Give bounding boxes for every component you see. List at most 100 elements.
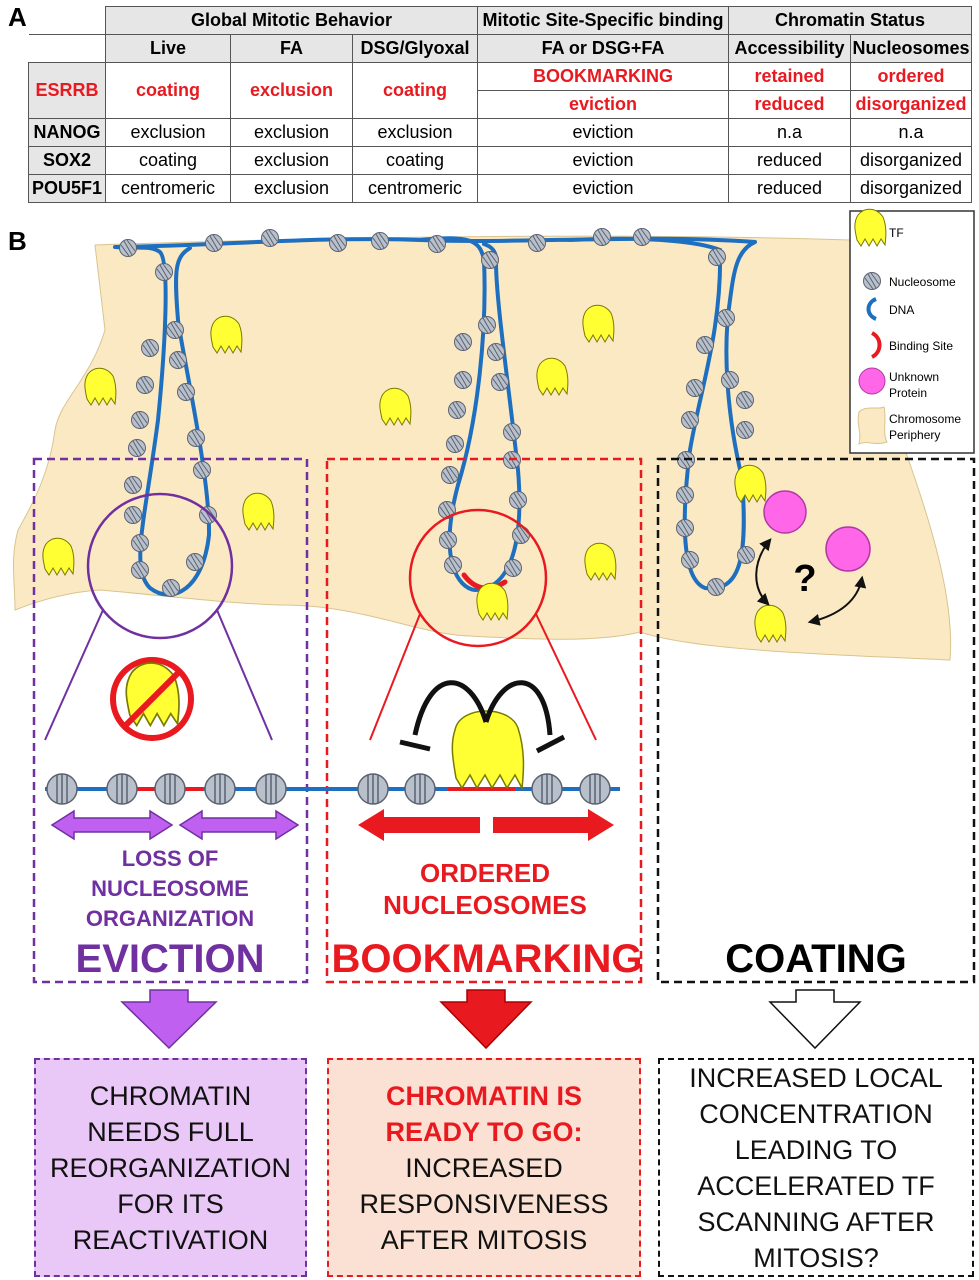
- bookmarking-caption-line-2: NUCLEOSOMES: [383, 890, 587, 920]
- nucleosome-icon: [737, 546, 755, 564]
- coating-outcome-line: CONCENTRATION: [699, 1098, 933, 1129]
- inhibition-bar: [535, 734, 566, 754]
- coating-outcome-line: INCREASED LOCAL: [689, 1062, 943, 1093]
- legend-nucleosome-label: Nucleosome: [889, 275, 956, 289]
- eviction-down-arrow: [120, 989, 218, 1050]
- nucleosome-icon: [448, 401, 466, 419]
- table-cell: coating: [105, 62, 231, 119]
- no-tf-symbol: [110, 657, 194, 741]
- row-label-sox2: SOX2: [28, 146, 106, 175]
- table-row: POU5F1 centromeric exclusion centromeric…: [28, 174, 972, 203]
- nucleosome-icon: [166, 321, 184, 339]
- nucleosome-icon: [131, 561, 149, 579]
- legend-periphery-icon: [857, 406, 888, 446]
- nucleosome-icon: [696, 336, 714, 354]
- table-cell: n.a: [850, 118, 972, 147]
- nucleosome-icon: [186, 553, 204, 571]
- nucleosome-icon: [155, 263, 173, 281]
- bookmarking-outcome-line: RESPONSIVENESS: [359, 1188, 609, 1219]
- nucleosome-icon: [187, 429, 205, 447]
- nucleosome-icon: [504, 559, 522, 577]
- legend-unknown-protein-icon: [858, 367, 886, 395]
- eviction-outcome-line: REACTIVATION: [72, 1224, 269, 1255]
- table-cell: eviction: [477, 146, 729, 175]
- table-cell: centromeric: [105, 174, 231, 203]
- table-cell: disorganized: [850, 146, 972, 175]
- table-cell: reduced: [728, 90, 851, 119]
- eviction-caption-line-2: NUCLEOSOME: [91, 876, 249, 901]
- nucleosome-icon: [454, 371, 472, 389]
- eviction-outcome-line: CHROMATIN: [89, 1080, 252, 1111]
- legend-binding-site-icon: [870, 331, 882, 359]
- table-cell: disorganized: [850, 90, 972, 119]
- nucleosome-icon: [371, 232, 389, 250]
- row-label-nanog: NANOG: [28, 118, 106, 147]
- coating-outcome-line: ACCELERATED TF: [697, 1170, 935, 1201]
- nucleosome-icon: [736, 421, 754, 439]
- nucleosome-icon: [676, 486, 694, 504]
- nucleosome-icon: [454, 333, 472, 351]
- table-cell: eviction: [477, 174, 729, 203]
- table-cell: exclusion: [230, 174, 353, 203]
- inhibition-bar: [399, 739, 431, 752]
- inhibition-arc: [412, 680, 489, 736]
- nucleosome-icon: [487, 343, 505, 361]
- nucleosome-icon: [255, 773, 287, 805]
- eviction-outcome-line: REORGANIZATION: [49, 1152, 291, 1183]
- table-cell: coating: [352, 146, 478, 175]
- nucleosome-icon: [128, 439, 146, 457]
- nucleosome-icon: [131, 411, 149, 429]
- nucleosome-icon: [446, 435, 464, 453]
- zoom-line: [369, 613, 421, 741]
- eviction-box: [32, 457, 309, 984]
- prohibition-slash: [121, 668, 183, 730]
- bookmarking-zoom-circle: [408, 508, 548, 648]
- coating-outcome-box: INCREASED LOCAL CONCENTRATION LEADING TO…: [658, 1058, 974, 1277]
- nucleosome-icon: [579, 773, 611, 805]
- nucleosome-icon: [154, 773, 186, 805]
- dna-strand: [113, 236, 757, 597]
- nucleosome-icon: [205, 234, 223, 252]
- nucleosome-icon: [439, 531, 457, 549]
- nucleosome-icon: [708, 248, 726, 266]
- eviction-outcome-box: CHROMATIN NEEDS FULL REORGANIZATION FOR …: [34, 1058, 307, 1277]
- legend-nucleosome-icon: [863, 272, 881, 290]
- nucleosome-icon: [681, 411, 699, 429]
- nucleosome-icon: [428, 235, 446, 253]
- coating-title: COATING: [725, 937, 906, 981]
- nucleosome-icon: [478, 316, 496, 334]
- nucleosome-icon: [503, 423, 521, 441]
- nucleosome-icon: [131, 534, 149, 552]
- nucleosome-icon: [46, 773, 78, 805]
- bookmarking-outcome-line: INCREASED: [405, 1152, 563, 1183]
- coating-down-arrow: [768, 989, 862, 1050]
- nucleosome-icon: [528, 234, 546, 252]
- table-cell: disorganized: [850, 174, 972, 203]
- nucleosome-icon: [441, 466, 459, 484]
- table-cell: BOOKMARKING: [477, 62, 729, 91]
- ordered-arrow-right: [493, 809, 614, 841]
- zoom-line: [535, 613, 597, 741]
- panel-a-label: A: [8, 2, 27, 32]
- legend-unknown-label-1: Unknown: [889, 370, 939, 384]
- coating-box: [656, 457, 976, 984]
- table-cell: eviction: [477, 118, 729, 147]
- nucleosome-icon: [491, 373, 509, 391]
- nucleosome-icon: [261, 229, 279, 247]
- eviction-zoom-circle: [86, 492, 234, 640]
- nucleosome-icon: [633, 228, 651, 246]
- nucleosome-icon: [676, 519, 694, 537]
- nucleosome-icon: [124, 506, 142, 524]
- nucleosome-icon: [681, 551, 699, 569]
- nucleosome-icon: [717, 309, 735, 327]
- bookmarking-down-arrow: [439, 989, 533, 1050]
- nucleosome-icon: [119, 239, 137, 257]
- col-live: Live: [105, 34, 231, 63]
- legend-periphery-label-2: Periphery: [889, 428, 940, 442]
- eviction-outcome-line: FOR ITS: [117, 1188, 224, 1219]
- bookmarking-outcome-highlight: READY TO GO:: [385, 1116, 583, 1147]
- bookmarking-outcome-highlight: CHROMATIN IS: [386, 1080, 582, 1111]
- loss-arrow-right: [178, 809, 300, 841]
- table-cell: n.a: [728, 118, 851, 147]
- double-arrow: [807, 575, 867, 626]
